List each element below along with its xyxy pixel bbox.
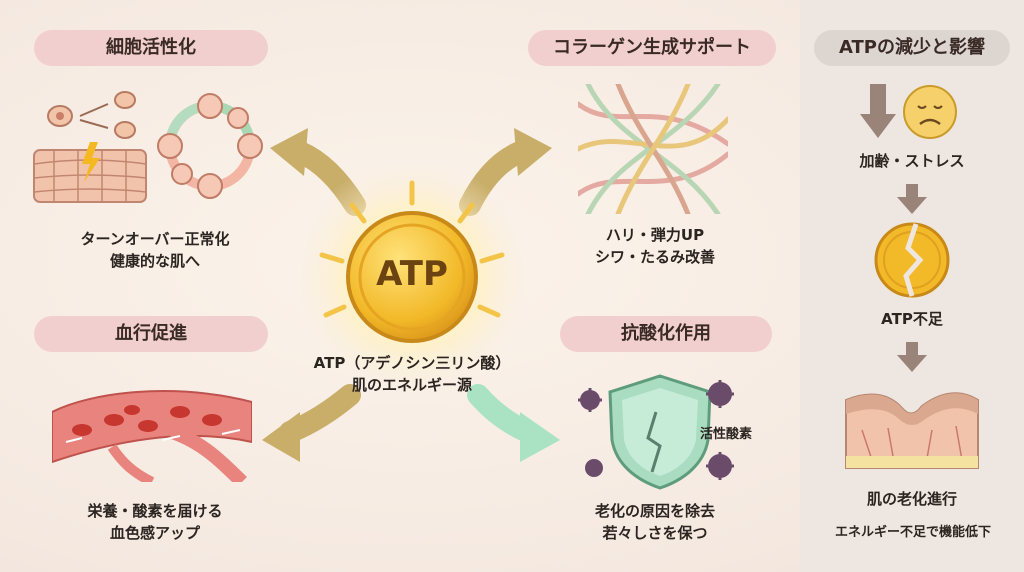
- down-arrow-icon: [897, 342, 927, 372]
- collagen-title: コラーゲン生成サポート: [528, 30, 776, 66]
- blood-caption-line2: 血色感アップ: [109, 524, 200, 542]
- atp-coin-label: ATP: [376, 254, 448, 294]
- collagen-caption-line1: ハリ・弾力UP: [605, 226, 705, 244]
- aged-skin-icon: [845, 392, 979, 469]
- blood-caption: 栄養・酸素を届ける 血色感アップ: [30, 500, 280, 544]
- sidebar-title: ATPの減少と影響: [814, 30, 1010, 66]
- antiox-caption-line1: 老化の原因を除去: [594, 502, 715, 520]
- collagen-fiber-icon: [578, 84, 728, 214]
- antiox-caption-line2: 若々しさを保つ: [602, 524, 708, 542]
- skin-layer-icon: [33, 91, 147, 203]
- atp-caption-line2: 肌のエネルギー源: [351, 376, 472, 394]
- cell-caption-line2: 健康的な肌へ: [109, 252, 200, 270]
- sidebar-step1: 加齢・ストレス: [859, 152, 965, 170]
- collagen-caption: ハリ・弾力UP シワ・たるみ改善: [540, 224, 770, 268]
- atp-glow: [294, 165, 530, 395]
- sidebar-step3: 肌の老化進行: [866, 490, 957, 508]
- antiox-label: 活性酸素: [700, 427, 753, 442]
- down-arrow-icon: [897, 184, 927, 214]
- sidebar-note: エネルギー不足で機能低下: [834, 525, 991, 540]
- antiox-title: 抗酸化作用: [560, 316, 772, 352]
- cell-cycle-icon: [157, 93, 263, 199]
- atp-caption-line1: ATP（アデノシン三リン酸）: [313, 354, 511, 372]
- cell-caption: ターンオーバー正常化 健康的な肌へ: [30, 228, 280, 272]
- sidebar-step2: ATP不足: [881, 310, 943, 328]
- shield-icon: [578, 374, 734, 490]
- blood-title: 血行促進: [34, 316, 268, 352]
- blood-caption-line1: 栄養・酸素を届ける: [87, 502, 223, 520]
- antiox-caption: 老化の原因を除去 若々しさを保つ: [540, 500, 770, 544]
- cell-title: 細胞活性化: [34, 30, 268, 66]
- blood-vessel-icon: [52, 390, 252, 482]
- cell-caption-line1: ターンオーバー正常化: [80, 230, 230, 248]
- atp-caption: ATP（アデノシン三リン酸） 肌のエネルギー源: [282, 352, 542, 396]
- broken-coin-icon: [874, 222, 950, 298]
- down-arrow-icon: [860, 84, 896, 138]
- collagen-caption-line2: シワ・たるみ改善: [594, 248, 715, 266]
- sad-face-icon: [903, 85, 957, 139]
